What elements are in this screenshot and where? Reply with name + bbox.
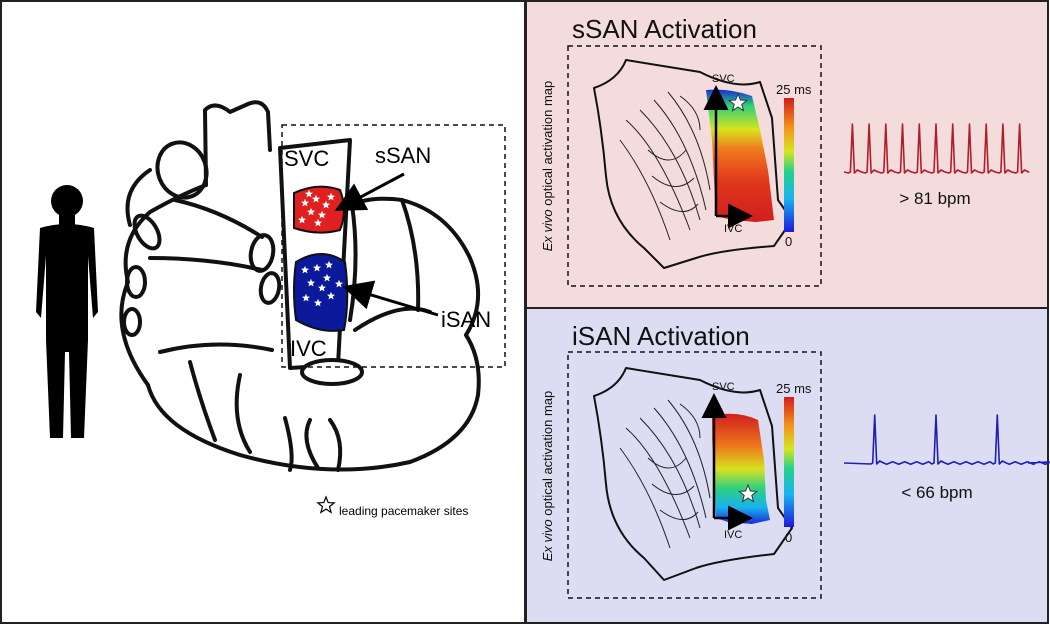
- pacemaker-star-icon: [327, 291, 335, 300]
- inset-dashed-box: [281, 124, 506, 368]
- isan-map-star-icon: [737, 483, 759, 503]
- pacemaker-star-icon: [307, 207, 315, 216]
- isan-atrium-outline: [593, 367, 793, 581]
- ssan-map-star-icon: [727, 92, 749, 112]
- pacemaker-star-icon: [298, 215, 306, 224]
- pacemaker-stars: [298, 189, 343, 307]
- pacemaker-star-icon: [312, 194, 320, 203]
- isan-map-svc-label: SVC: [712, 381, 735, 393]
- pacemaker-star-icon: [323, 273, 331, 282]
- pacemaker-star-icon: [314, 218, 322, 227]
- ssan-side-label: Ex vivo optical activation map: [540, 81, 555, 252]
- isan-atrium-trabeculae: [619, 399, 711, 549]
- pacemaker-star-icon: [327, 192, 335, 201]
- pacemaker-star-icon: [322, 200, 330, 209]
- isan-activation-map: [712, 413, 770, 524]
- isan-ecg-trace: [843, 414, 1050, 466]
- pacemaker-star-icon: [335, 279, 343, 288]
- pacemaker-star-icon: [313, 263, 321, 272]
- human-silhouette-icon: [36, 185, 98, 438]
- isan-rate-label: < 66 bpm: [901, 483, 972, 502]
- legend: leading pacemaker sites: [316, 495, 468, 518]
- ssan-scale-max: 25 ms: [776, 82, 812, 97]
- isan-activation-panel: iSAN Activation Ex vivo optical activati…: [525, 307, 1050, 624]
- ssan-region: [293, 185, 345, 234]
- isan-scale-max: 25 ms: [776, 381, 812, 396]
- ssan-activation-map: [706, 89, 774, 222]
- isan-color-scale: [784, 397, 794, 527]
- legend-text: leading pacemaker sites: [339, 504, 468, 518]
- ssan-scale-min: 0: [785, 234, 792, 249]
- ssan-map-dashed-box: [567, 45, 822, 287]
- isan-map-ivc-label: IVC: [724, 529, 742, 541]
- pacemaker-star-icon: [314, 298, 322, 307]
- isan-region: [293, 253, 349, 332]
- pacemaker-star-icon: [307, 278, 315, 287]
- isan-map-dashed-box: [567, 351, 822, 599]
- pacemaker-star-icon: [301, 198, 309, 207]
- isan-scale-min: 0: [785, 530, 792, 545]
- isan-label: iSAN: [441, 307, 491, 332]
- ssan-map-ivc-label: IVC: [724, 223, 742, 235]
- left-panel: SVC IVC sSAN iSAN leading pacemaker site…: [0, 0, 526, 624]
- ssan-atrium-outline: [593, 59, 793, 269]
- pacemaker-star-icon: [318, 210, 326, 219]
- ssan-ecg-trace: [843, 123, 1030, 174]
- pacemaker-star-icon: [302, 293, 310, 302]
- ssan-color-scale: [784, 98, 794, 232]
- pacemaker-star-icon: [305, 189, 313, 198]
- ssan-arrow: [334, 172, 405, 211]
- ssan-atrium-trabeculae: [619, 91, 711, 241]
- svc-label: SVC: [284, 146, 329, 171]
- pacemaker-star-icon: [318, 283, 326, 292]
- star-outline-icon: [316, 495, 336, 514]
- ssan-map-svc-label: SVC: [712, 73, 735, 85]
- ssan-rate-label: > 81 bpm: [899, 189, 970, 208]
- ssan-panel-title: sSAN Activation: [572, 14, 757, 44]
- isan-arrow: [342, 280, 439, 317]
- ivc-opening: [300, 358, 364, 386]
- isan-side-label: Ex vivo optical activation map: [540, 391, 555, 562]
- ivc-label: IVC: [290, 336, 327, 361]
- pacemaker-star-icon: [325, 260, 333, 269]
- ssan-label: sSAN: [375, 143, 431, 168]
- ssan-activation-panel: sSAN Activation Ex vivo optical activati…: [525, 0, 1049, 309]
- isan-panel-title: iSAN Activation: [572, 321, 750, 351]
- pacemaker-star-icon: [301, 265, 309, 274]
